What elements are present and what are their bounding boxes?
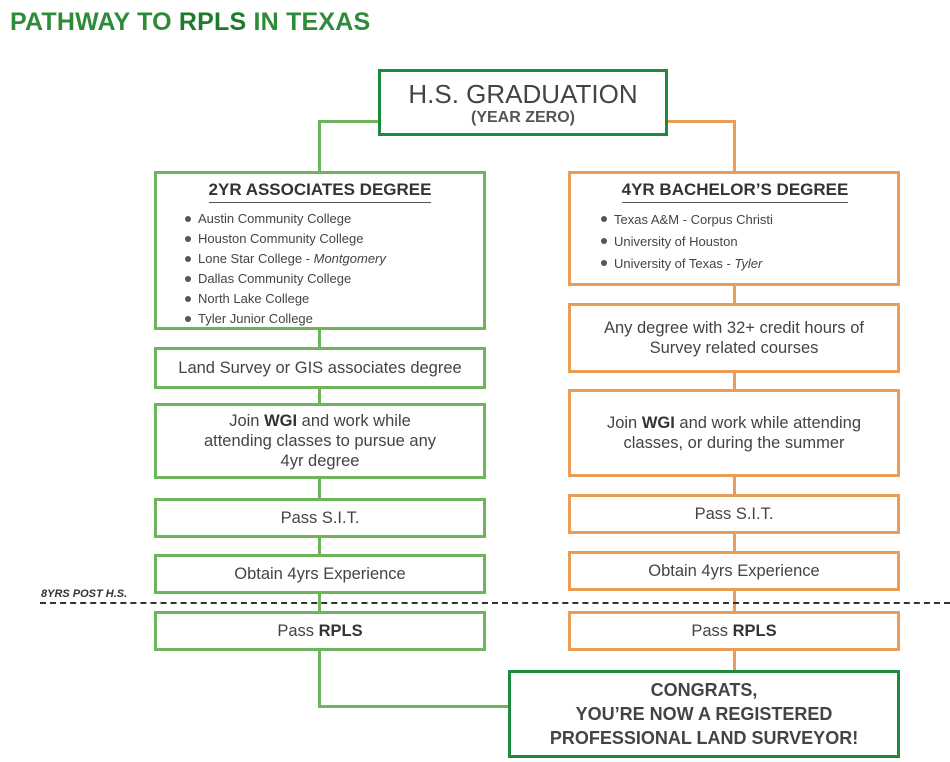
bachelors-degree-heading: 4YR BACHELOR’S DEGREE	[621, 180, 849, 203]
connector-start-left-h	[318, 120, 380, 123]
title-part2: RPLS	[178, 8, 247, 36]
college-name: Tyler Junior College	[198, 311, 313, 326]
right-pass-rpls-text: Pass RPLS	[691, 621, 776, 641]
left-join-pre: Join	[229, 412, 265, 430]
right-experience-text: Obtain 4yrs Experience	[648, 562, 820, 580]
left-join-wgi: WGI	[264, 412, 298, 430]
right-join-pre: Join	[606, 414, 642, 432]
right-step-any-degree-text: Any degree with 32+ credit hours of Surv…	[603, 319, 865, 357]
list-item: Austin Community College	[185, 209, 455, 229]
right-rpls-pre: Pass	[691, 622, 733, 640]
list-item: Houston Community College	[185, 229, 455, 249]
milestone-label: 8YRS POST H.S.	[41, 588, 128, 600]
hs-graduation-box: H.S. GRADUATION (YEAR ZERO)	[378, 69, 668, 136]
college-name: Austin Community College	[198, 211, 352, 226]
right-join-wgi: WGI	[641, 414, 675, 432]
list-item: North Lake College	[185, 289, 455, 309]
left-experience-text: Obtain 4yrs Experience	[234, 565, 406, 583]
right-pass-sit-text: Pass S.I.T.	[694, 505, 774, 523]
left-step-pass-rpls: Pass RPLS	[154, 611, 486, 651]
college-name: Dallas Community College	[198, 271, 352, 286]
left-step-associates-text: Land Survey or GIS associates degree	[178, 359, 462, 377]
list-item: Dallas Community College	[185, 269, 455, 289]
left-pass-rpls-text: Pass RPLS	[277, 621, 362, 641]
connector-start-left-v	[318, 120, 321, 172]
right-join-post: and work while attending classes, or dur…	[623, 414, 862, 452]
college-name: Lone Star College -	[198, 251, 314, 266]
college-campus: Montgomery	[313, 251, 386, 266]
congrats-box: CONGRATS, YOU’RE NOW A REGISTERED PROFES…	[508, 670, 900, 758]
milestone-dashed-line	[40, 602, 950, 604]
college-name: North Lake College	[198, 291, 310, 306]
left-join-post: and work while attending classes to purs…	[203, 412, 437, 470]
college-campus: Tyler	[734, 256, 763, 271]
left-rpls-bold: RPLS	[318, 622, 363, 640]
bachelors-college-list: Texas A&M - Corpus Christi University of…	[601, 209, 869, 275]
connector-left-end-v	[318, 650, 321, 707]
right-step-experience: Obtain 4yrs Experience	[568, 551, 900, 591]
congrats-line3: PROFESSIONAL LAND SURVEYOR!	[549, 728, 859, 748]
college-name: University of Houston	[614, 234, 738, 249]
college-name: University of Texas -	[614, 256, 735, 271]
left-step-associates-degree: Land Survey or GIS associates degree	[154, 347, 486, 389]
connector-right-end-v	[733, 650, 736, 672]
list-item: Tyler Junior College	[185, 309, 455, 329]
left-step-pass-sit: Pass S.I.T.	[154, 498, 486, 538]
left-pass-sit-text: Pass S.I.T.	[280, 509, 360, 527]
list-item: University of Houston	[601, 231, 869, 253]
title-part1: PATHWAY TO	[10, 8, 179, 36]
hs-graduation-subtitle: (YEAR ZERO)	[471, 108, 575, 126]
right-step-any-degree: Any degree with 32+ credit hours of Surv…	[568, 303, 900, 373]
associates-degree-box: 2YR ASSOCIATES DEGREE Austin Community C…	[154, 171, 486, 330]
right-step-pass-sit: Pass S.I.T.	[568, 494, 900, 534]
congrats-line2: YOU’RE NOW A REGISTERED	[575, 704, 833, 724]
right-step-join-wgi: Join WGI and work while attending classe…	[568, 389, 900, 477]
left-step-experience: Obtain 4yrs Experience	[154, 554, 486, 594]
connector-start-right-h	[666, 120, 736, 123]
title-part3: IN TEXAS	[246, 8, 371, 36]
associates-college-list: Austin Community College Houston Communi…	[185, 209, 455, 329]
left-step-join-wgi-text: Join WGI and work while attending classe…	[197, 411, 443, 471]
associates-degree-heading: 2YR ASSOCIATES DEGREE	[208, 180, 432, 203]
right-rpls-bold: RPLS	[732, 622, 777, 640]
college-name: Texas A&M - Corpus Christi	[614, 212, 773, 227]
hs-graduation-title: H.S. GRADUATION	[408, 78, 638, 109]
congrats-line1: CONGRATS,	[650, 680, 758, 700]
left-step-join-wgi: Join WGI and work while attending classe…	[154, 403, 486, 479]
page-title: PATHWAY TO RPLS IN TEXAS	[10, 8, 370, 37]
connector-start-right-v	[733, 120, 736, 172]
right-step-pass-rpls: Pass RPLS	[568, 611, 900, 651]
college-name: Houston Community College	[198, 231, 364, 246]
list-item: Lone Star College - Montgomery	[185, 249, 455, 269]
right-step-join-wgi-text: Join WGI and work while attending classe…	[601, 413, 867, 453]
left-rpls-pre: Pass	[277, 622, 319, 640]
connector-left-end-h	[318, 705, 510, 708]
list-item: Texas A&M - Corpus Christi	[601, 209, 869, 231]
bachelors-degree-box: 4YR BACHELOR’S DEGREE Texas A&M - Corpus…	[568, 171, 900, 286]
list-item: University of Texas - Tyler	[601, 253, 869, 275]
